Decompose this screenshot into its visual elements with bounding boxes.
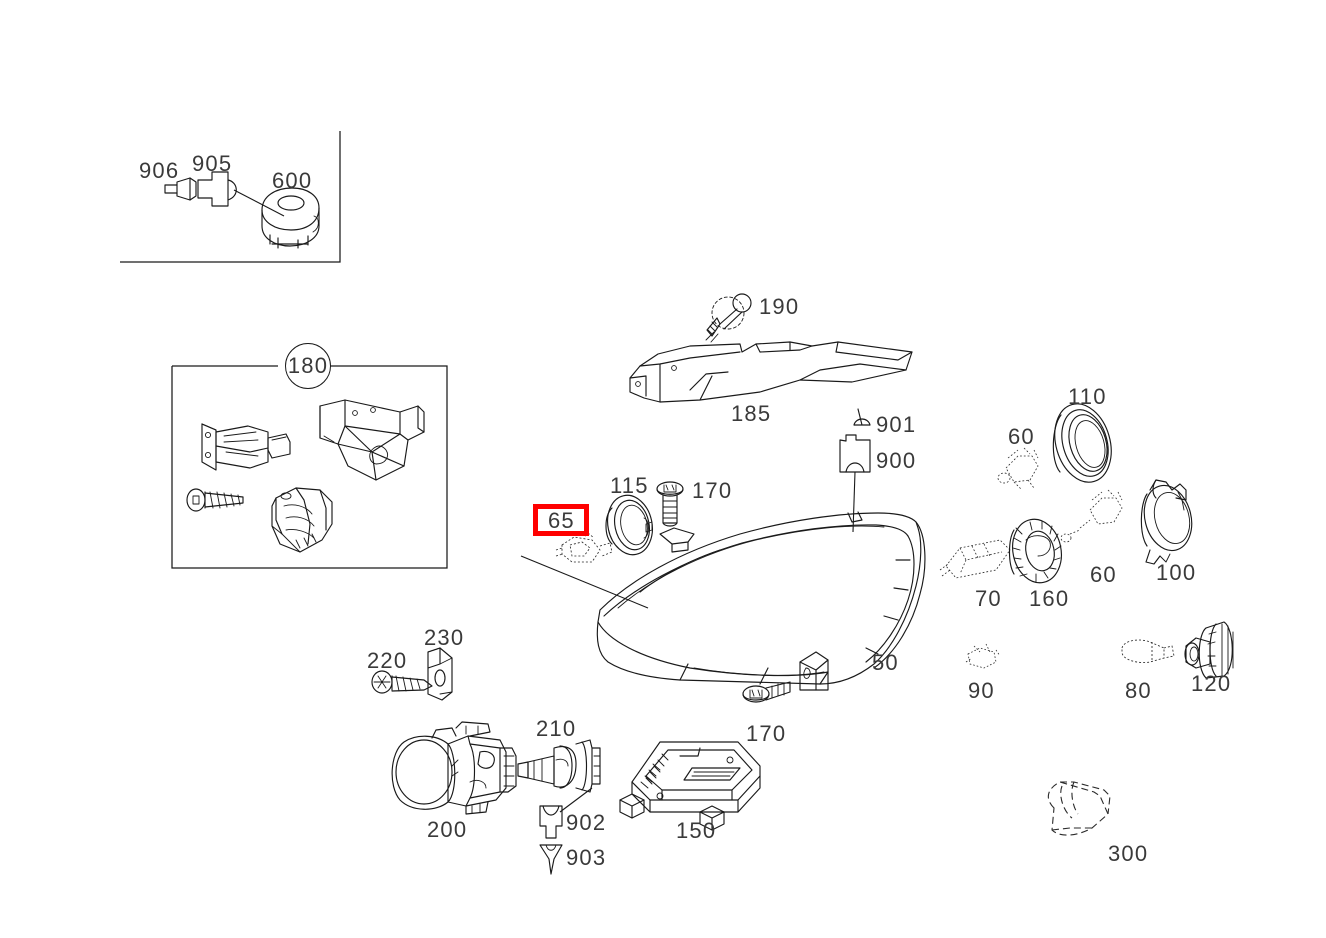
part-230-bracket: [427, 647, 453, 701]
callout-905: 905: [192, 151, 233, 176]
part-50-headlamp-housing: [596, 511, 926, 691]
part-902-plug: [539, 805, 563, 839]
callout-110: 110: [1068, 384, 1107, 409]
callout-180-badge: 180: [285, 343, 331, 389]
part-100-retaining-clamp: [1140, 479, 1193, 565]
callout-60-lower: 60: [1090, 562, 1117, 587]
part-180-bracket-b: [319, 399, 425, 481]
callout-900: 900: [876, 448, 917, 473]
callout-230: 230: [424, 625, 465, 650]
callout-170-lower: 170: [746, 721, 787, 746]
part-901-pin: [853, 408, 871, 426]
callout-200: 200: [427, 817, 468, 842]
part-70-bulb: [939, 539, 1011, 579]
part-80-bulb-w5w: [1121, 639, 1175, 663]
callout-300: 300: [1108, 841, 1149, 866]
part-185-trim-panel: [629, 341, 913, 403]
callout-80: 80: [1125, 678, 1152, 703]
part-60-bulb-lower: [1060, 489, 1123, 543]
callout-90: 90: [968, 678, 995, 703]
part-180-screw: [186, 488, 244, 512]
part-220-screw: [371, 670, 433, 694]
part-900-retainer-clip: [839, 434, 871, 473]
part-180-bracket-a: [201, 423, 291, 471]
callout-160: 160: [1029, 586, 1070, 611]
callout-902: 902: [566, 810, 607, 835]
part-210-fog-lamp-bulb: [517, 739, 601, 793]
callout-50: 50: [872, 650, 899, 675]
callout-210: 210: [536, 716, 577, 741]
part-115-cover-ring: [605, 494, 653, 556]
part-180-bracket-c: [271, 487, 333, 553]
callout-906: 906: [139, 158, 180, 183]
callout-70: 70: [975, 586, 1002, 611]
part-150-control-unit: [619, 741, 761, 831]
part-903-pin: [539, 844, 563, 875]
leader-900: [852, 471, 856, 533]
part-170-bolt-lower: [742, 681, 791, 703]
callout-901: 901: [876, 412, 917, 437]
callout-185: 185: [731, 401, 772, 426]
bracket-kit-inset-box: [171, 365, 448, 569]
part-905-grommet: [197, 171, 237, 207]
callout-170-upper: 170: [692, 478, 733, 503]
part-300-headlamp-cover: [1047, 781, 1111, 836]
part-90-contact: [965, 643, 1001, 669]
callout-180: 180: [287, 353, 329, 378]
part-600-cover-cap: [261, 187, 320, 249]
part-170-bolt-upper: [656, 481, 684, 527]
callout-600: 600: [272, 168, 313, 193]
callout-190: 190: [759, 294, 800, 319]
part-906-clip-pin: [164, 177, 197, 201]
leader-65: [520, 555, 649, 609]
part-110-sealing-ring: [1052, 403, 1112, 483]
part-200-fog-lamp: [391, 721, 517, 815]
part-120-bulb-holder: [1184, 621, 1234, 679]
callout-903: 903: [566, 845, 607, 870]
callout-60-upper: 60: [1008, 424, 1035, 449]
part-160-fan-ring: [1008, 518, 1062, 584]
callout-120: 120: [1191, 671, 1232, 696]
cap-inset-box: [120, 131, 341, 263]
callout-220: 220: [367, 648, 408, 673]
callout-150: 150: [676, 818, 717, 843]
part-190-screw: [705, 293, 752, 343]
leader-210-902: [559, 787, 593, 813]
callout-65: 65: [548, 508, 575, 533]
callout-100: 100: [1156, 560, 1197, 585]
part-65-bulb-socket-holder: [555, 532, 613, 563]
callout-115: 115: [610, 473, 649, 498]
part-60-bulb-upper: [997, 447, 1039, 491]
